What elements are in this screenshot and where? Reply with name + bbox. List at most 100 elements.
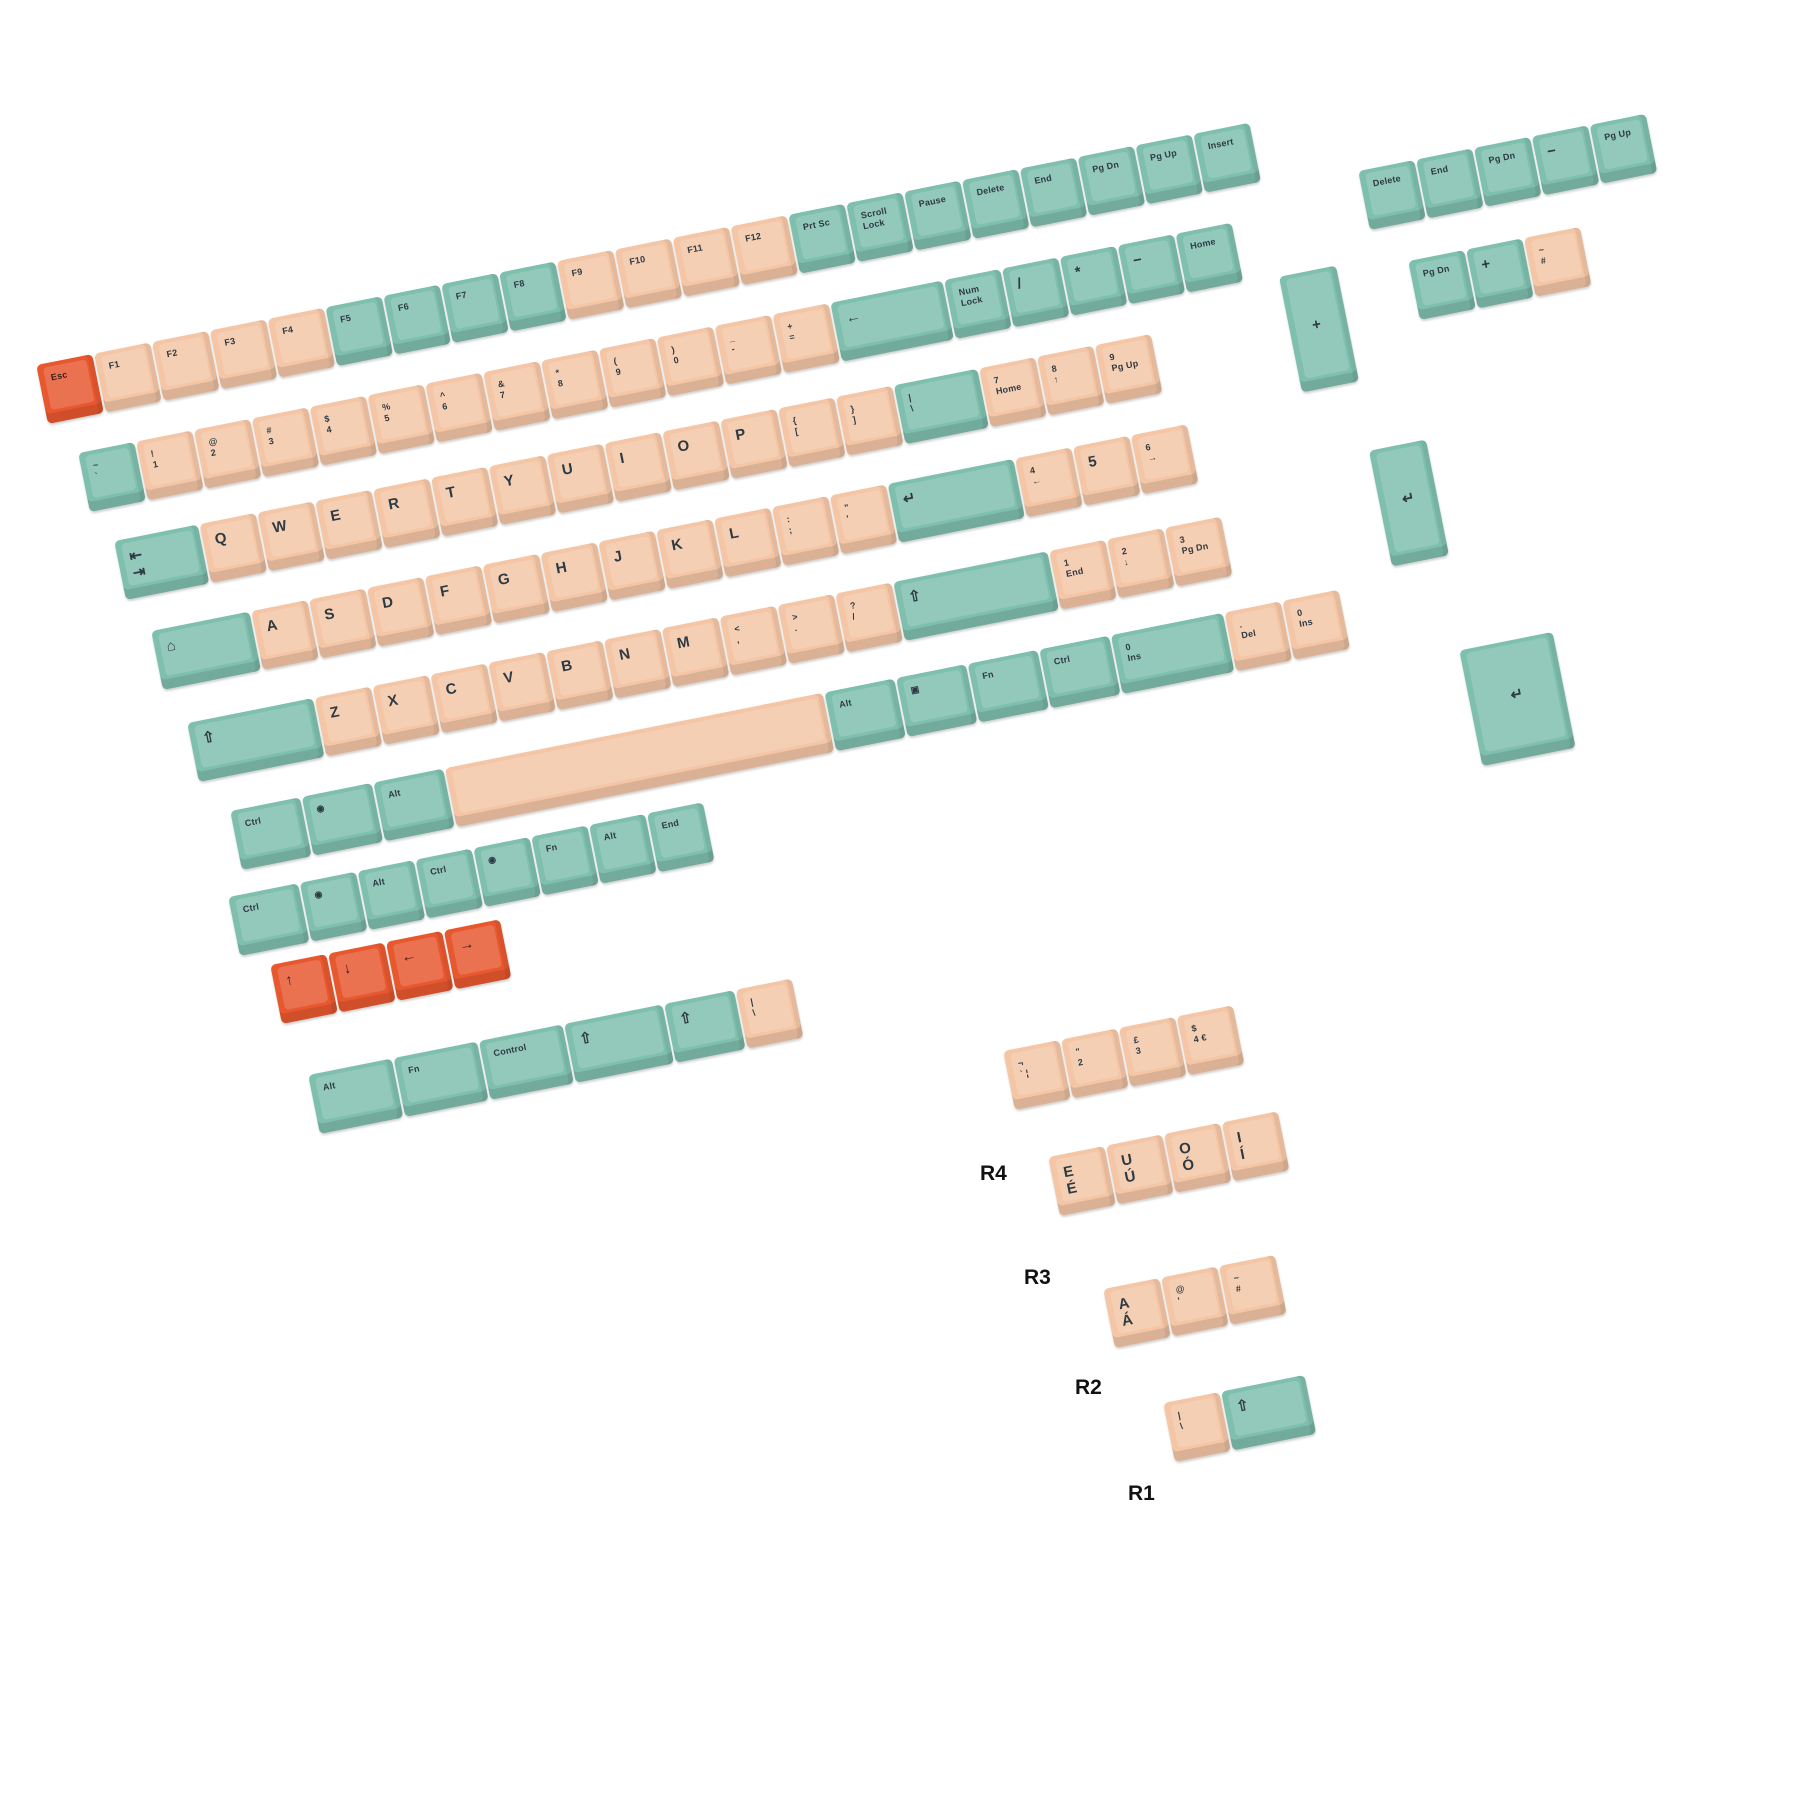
keycap-y: Y [488,455,557,526]
keycap-legend: ⇧ [907,587,923,607]
keycap-legend: V [502,668,516,688]
keycap-z: Z [314,686,383,757]
keycap-fn: Fn [531,825,599,896]
keycap-legend: / [1015,275,1024,293]
keycap-legend: Alt [838,697,853,710]
keycap-end: End [1019,157,1088,228]
keycap-legend: O [676,436,692,456]
keycap-p: P [720,408,788,479]
keycap-legend: ? / [849,599,857,622]
keycap-legend: F7 [454,289,468,302]
keycap-legend: F9 [570,266,584,279]
keycap-blank: ↵ [887,458,1025,543]
keycap-ctrl: Ctrl [415,848,484,919]
keycap-legend: & 7 [496,378,507,401]
keycap-i: I Í [1221,1111,1290,1182]
keycap-4: $ 4 € [1176,1005,1245,1076]
keycap-t: T [430,466,499,537]
keycap-legend: > . [791,611,799,634]
keycap-delete: Delete [961,169,1030,240]
keycap-pg-dn: Pg Dn [1473,136,1542,207]
keycap-legend: ) 0 [670,344,680,366]
keycap-legend: Esc [49,369,69,383]
keycap-legend: | \ [749,996,757,1018]
keycap-blank: _ - [714,314,783,385]
keycap-blank: ← [830,280,954,362]
keycap-s: S [309,588,377,659]
keycap-legend: Fn [407,1063,421,1076]
keycap-legend: 6 → [1144,441,1158,464]
keycap-legend: ▣ [909,683,921,696]
keycap-legend: 8 ↑ [1050,363,1060,385]
keycap-legend: F8 [512,277,526,290]
keycap-legend: Delete [1371,173,1402,189]
keycap-blank: ? / [835,582,904,653]
keycap-f11: F11 [672,226,741,297]
keycap-a: A Á [1103,1277,1171,1348]
keycap-legend: C [444,679,459,699]
keycap-legend: F3 [223,335,237,348]
keycap-legend: ⌂ [164,636,178,656]
keycap-legend: Alt [321,1080,337,1093]
keycap-q: Q [199,512,268,583]
keycap-legend: O Ó [1177,1139,1196,1175]
keycap-pg-up: Pg Up [1589,113,1658,184]
keycap-blank: − [1531,125,1600,196]
keycap-end: End [646,802,715,873]
keycap-prt-sc: Prt Sc [788,203,857,274]
row-label-r2: R2 [1075,1376,1102,1399]
keycap-legend: Alt [387,787,402,800]
keycap-o: O [662,420,731,491]
row-label-r4: R4 [980,1162,1007,1185]
keycap-legend: End [660,817,680,831]
keycap-delete: Delete [1358,159,1426,230]
keycap-blank: ↑ [270,953,338,1024]
keycap-3: £ 3 [1118,1016,1187,1087]
keycap-legend: 4 ← [1028,464,1043,487]
keycap-blank: ⇧ [893,551,1059,641]
iso-kit-r4: ¬ ` ¦" 2£ 3$ 4 € [1003,1005,1246,1110]
keycap-legend: Fn [544,841,559,854]
keycap-legend: End [1429,163,1450,177]
keycap-blank: ⇧ [664,990,746,1063]
keycap-legend: + [1310,315,1323,335]
keycap-blank: : ; [771,495,840,566]
keycap-blank: ~ ` [78,441,146,512]
keycap-legend: Ctrl [1052,653,1071,667]
keycap-scroll-lock: Scroll Lock [846,192,914,263]
keycap-fn: Fn [393,1041,489,1117]
numpad-enter-tall: ↵ [1369,439,1449,567]
keycap-blank: ~ # [1218,1254,1287,1325]
keycap-legend: F5 [339,312,352,325]
keycap-r: R [373,478,441,549]
keycap-legend: ! 1 [149,448,160,470]
keycap-j: J [598,530,667,601]
keycap-blank: ▣ [896,664,978,737]
keycap-f4: F4 [267,307,336,378]
keycap-o: O Ó [1163,1122,1232,1193]
keycap-legend: ↵ [1509,684,1525,705]
keycap-legend: ~ ` [91,459,100,482]
keycap-pg-dn: Pg Dn [1408,249,1476,320]
keycap-legend: ↵ [1400,488,1417,509]
keycap-blank: | \ [893,368,989,445]
keycap-legend: T [444,483,458,502]
keycap-legend: ⇧ [577,1028,594,1049]
keycap-esc: Esc [36,353,104,424]
keycap-blank: ◉ [301,782,384,856]
keycap-4: $ 4 [309,395,378,466]
keycap-8: * 8 [541,349,609,420]
keycap-legend: → [457,934,476,955]
keycap-legend: A Á [1116,1294,1135,1330]
keycap-legend: W [271,517,289,537]
keycap-legend: J [612,547,624,566]
keycap-legend: ¬ ` ¦ [1016,1057,1030,1080]
keycap-e: E [315,489,383,560]
keycap-legend: £ 3 [1132,1034,1142,1057]
keycap-legend: Delete [975,182,1006,198]
iso-kit-r1: | \⇧ [1163,1374,1318,1462]
keycap-9-pg-up: 9 Pg Up [1094,334,1163,405]
keycap-legend: F10 [628,253,647,267]
keycap-blank: ← [385,930,454,1001]
keycap-c: C [430,663,499,734]
